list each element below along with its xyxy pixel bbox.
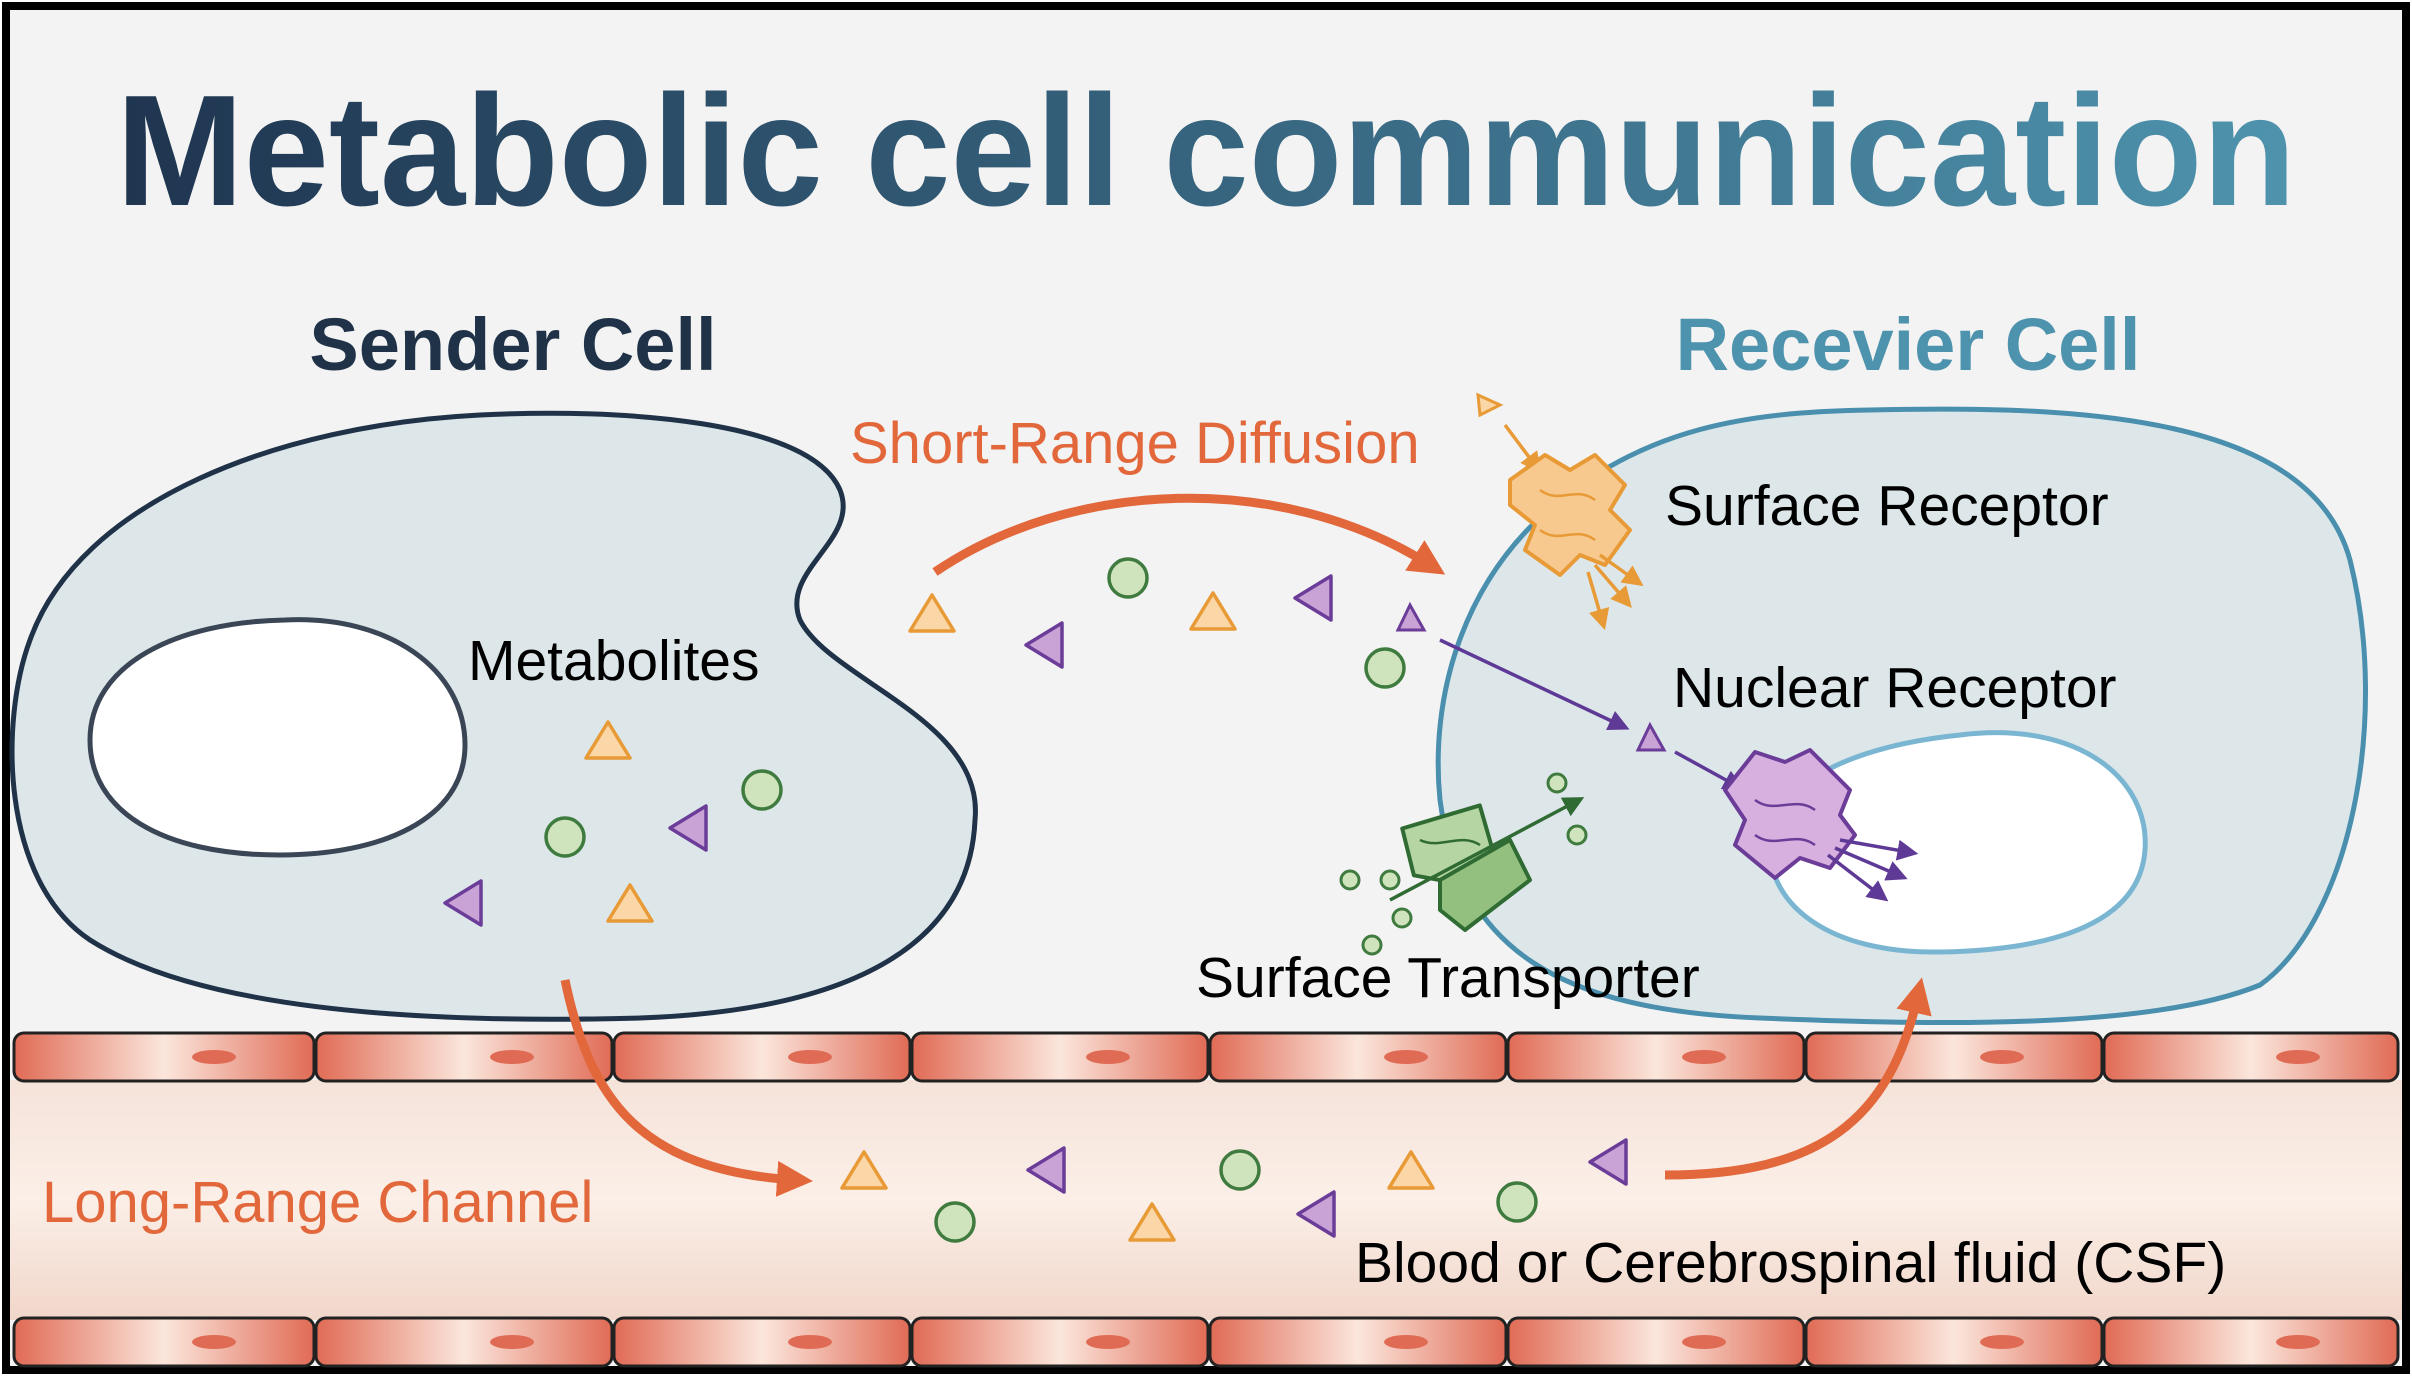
endothelial-cell-icon — [1506, 1031, 1806, 1083]
endothelial-cell-icon — [314, 1031, 614, 1083]
nuclear-receptor-label: Nuclear Receptor — [1673, 656, 2117, 720]
receiver-cell-heading: Recevier Cell — [1676, 303, 2141, 386]
circle-metabolite — [934, 1201, 976, 1243]
endothelial-cell-icon — [1804, 1316, 2104, 1368]
page-title: Metabolic cell communication — [116, 63, 2296, 239]
endothelial-cell-icon — [12, 1031, 316, 1083]
long-range-arrow-out — [1664, 977, 1932, 1180]
circle-metabolite — [1496, 1181, 1538, 1223]
circle-metabolite — [544, 816, 586, 858]
endothelial-cell-icon — [910, 1316, 1210, 1368]
circle-metabolite — [1364, 647, 1406, 689]
circle-metabolite — [1107, 557, 1149, 599]
endothelial-cell-icon — [12, 1316, 316, 1368]
long-range-arrow-in — [560, 979, 813, 1197]
circle-metabolite — [1219, 1149, 1261, 1191]
circle-metabolite — [741, 769, 783, 811]
sender-nucleus — [87, 617, 468, 858]
endothelial-cell-icon — [1506, 1316, 1806, 1368]
endothelial-cell-icon — [612, 1316, 912, 1368]
endothelial-cell-icon — [1208, 1316, 1508, 1368]
endothelium-top — [12, 1031, 2400, 1083]
blood-csf-label: Blood or Cerebrospinal fluid (CSF) — [1355, 1231, 2226, 1295]
surface-receptor-icon — [1476, 392, 1644, 631]
transporter-icon — [1339, 772, 1588, 956]
surface-receptor-label: Surface Receptor — [1665, 474, 2109, 538]
endothelial-cell-icon — [612, 1031, 912, 1083]
nuclear-receptor-path — [1395, 601, 1745, 791]
endothelial-cell-icon — [2102, 1031, 2400, 1083]
vessel-lumen — [10, 1080, 2402, 1320]
endothelial-cell-icon — [2102, 1316, 2400, 1368]
endothelium-bottom — [12, 1316, 2400, 1368]
endothelial-cell-icon — [314, 1316, 614, 1368]
endothelial-cell-icon — [1804, 1031, 2104, 1083]
sender-cell-heading: Sender Cell — [309, 303, 716, 386]
surface-transporter-label: Surface Transporter — [1196, 946, 1700, 1010]
nuclear-receptor-icon — [1723, 748, 1919, 902]
metabolites-label: Metabolites — [468, 629, 760, 693]
short-range-arrow — [932, 493, 1446, 576]
short-range-label: Short-Range Diffusion — [850, 411, 1420, 476]
endothelial-cell-icon — [1208, 1031, 1508, 1083]
sender-cell — [9, 410, 978, 1022]
endothelial-cell-icon — [910, 1031, 1210, 1083]
long-range-label: Long-Range Channel — [42, 1170, 593, 1235]
